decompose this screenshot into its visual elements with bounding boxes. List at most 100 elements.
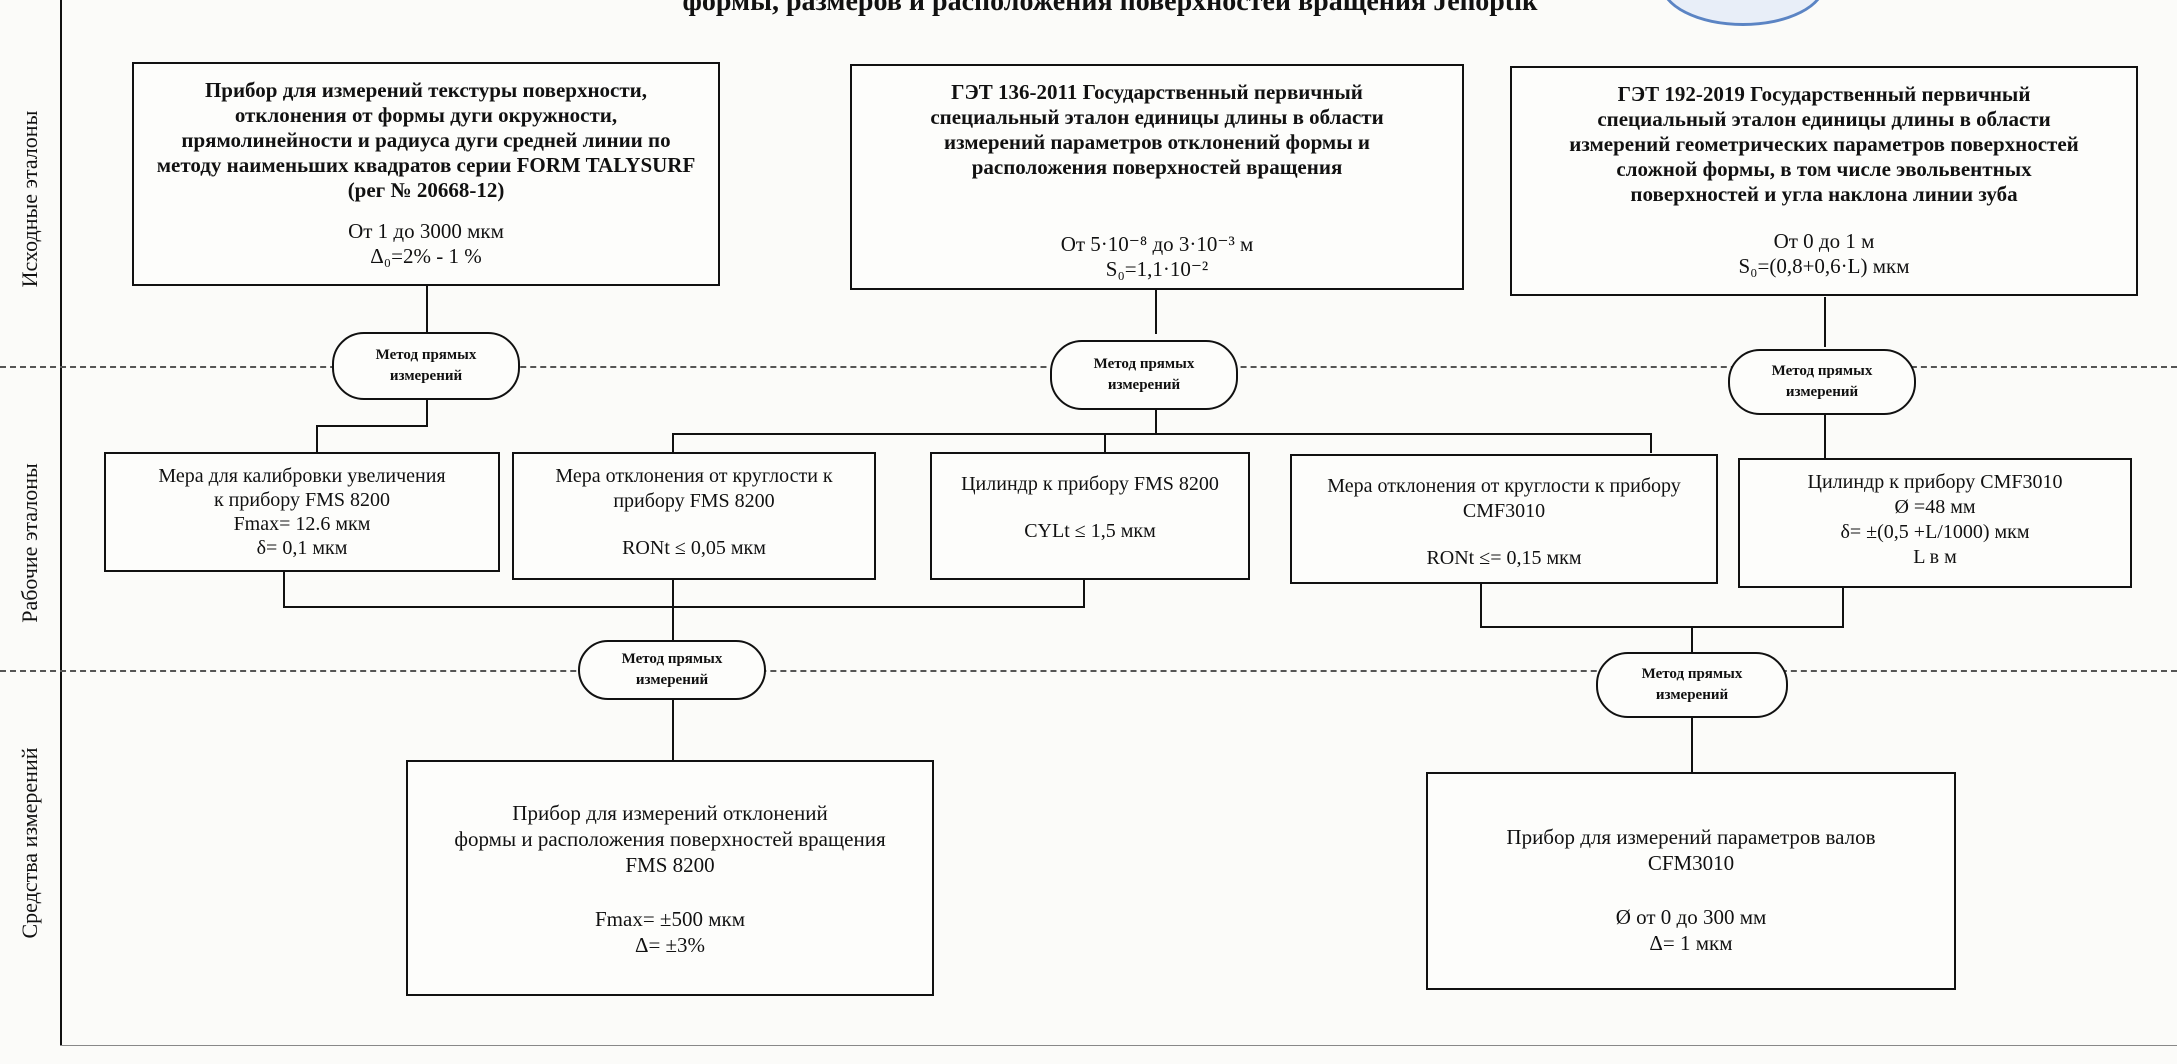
connector xyxy=(1083,580,1085,608)
text-line: Прибор для измерений отклонений xyxy=(512,801,828,825)
connector xyxy=(1480,583,1482,627)
text-line: (рег № 20668-12) xyxy=(347,178,505,202)
text-line: прямолинейности и радиуса дуги средней л… xyxy=(181,128,671,152)
connector xyxy=(1842,588,1844,628)
text-line: специальный эталон единицы длины в облас… xyxy=(1597,107,2051,131)
connector xyxy=(672,433,674,453)
source-standard-get-192-2019: ГЭТ 192-2019 Государственный первичный с… xyxy=(1510,66,2138,296)
text-line: Мера отклонения от круглости к прибору xyxy=(1327,475,1681,497)
instrument-cfm3010: Прибор для измерений параметров валов CF… xyxy=(1426,772,1956,990)
working-standard-cylinder-cmf: Цилиндр к прибору CMF3010 Ø =48 мм δ= ±(… xyxy=(1738,458,2132,588)
source-standard-form-talysurf: Прибор для измерений текстуры поверхност… xyxy=(132,62,720,286)
connector xyxy=(426,286,428,332)
organization-seal xyxy=(1660,0,1826,26)
side-label-working-standards: Рабочие эталоны xyxy=(17,463,42,623)
side-label-measuring-instruments: Средства измерений xyxy=(17,747,42,939)
text-line: Мера для калибровки увеличения xyxy=(158,465,446,487)
text-line: L в м xyxy=(1913,546,1957,568)
value-text: RONt ≤ 0,05 мкм xyxy=(622,537,766,559)
page-title: формы, размеров и расположения поверхнос… xyxy=(682,0,1538,17)
method-label-line: измерений xyxy=(1785,384,1859,400)
connector xyxy=(1824,415,1826,459)
text-line: расположения поверхностей вращения xyxy=(971,155,1343,179)
range-text: Ø от 0 до 300 мм xyxy=(1615,905,1767,929)
connector xyxy=(283,572,285,607)
method-label-line: измерений xyxy=(389,368,463,384)
text-line: измерений параметров отклонений формы и xyxy=(944,130,1370,154)
accuracy-text: Δ= ±3% xyxy=(634,933,706,957)
connector xyxy=(1691,626,1693,652)
accuracy-text: Δ= 1 мкм xyxy=(1649,931,1733,955)
method-direct-measurement-1: Метод прямых измерений xyxy=(332,332,520,400)
accuracy-text: S₀=1,1·10⁻² xyxy=(1105,257,1209,281)
connector xyxy=(672,580,674,642)
method-direct-measurement-3: Метод прямых измерений xyxy=(1728,349,1916,415)
text-line: формы и расположения поверхностей вращен… xyxy=(454,827,886,851)
working-standard-magnification-measure: Мера для калибровки увеличения к прибору… xyxy=(104,452,500,572)
working-standard-roundness-cmf: Мера отклонения от круглости к прибору C… xyxy=(1290,454,1718,584)
method-label-line: измерений xyxy=(1107,377,1181,393)
connector xyxy=(1104,433,1106,453)
working-standard-roundness-fms: Мера отклонения от круглости к прибору F… xyxy=(512,452,876,580)
text-line: методу наименьших квадратов серии FORM T… xyxy=(156,153,696,177)
connector xyxy=(316,425,318,453)
source-standard-get-136-2011: ГЭТ 136-2011 Государственный первичный с… xyxy=(850,64,1464,290)
connector xyxy=(283,606,1085,608)
left-border-line xyxy=(60,0,62,1045)
method-label-line: Метод прямых xyxy=(375,347,477,363)
connector xyxy=(1155,410,1157,434)
connector xyxy=(1691,718,1693,774)
value-text: CYLt ≤ 1,5 мкм xyxy=(1024,520,1156,542)
text-line: Ø =48 мм xyxy=(1894,496,1976,518)
text-line: прибору FMS 8200 xyxy=(613,490,775,512)
connector xyxy=(1824,297,1826,347)
method-label-line: Метод прямых xyxy=(1093,356,1195,372)
text-line: δ= ±(0,5 +L/1000) мкм xyxy=(1840,521,2030,543)
method-label-line: измерений xyxy=(1655,687,1729,703)
text-line: Цилиндр к прибору CMF3010 xyxy=(1807,471,2063,493)
method-direct-measurement-2: Метод прямых измерений xyxy=(1050,340,1238,410)
connector xyxy=(426,400,428,426)
text-line: Цилиндр к прибору FMS 8200 xyxy=(961,473,1219,495)
connector xyxy=(316,425,428,427)
method-direct-measurement-5: Метод прямых измерений xyxy=(1596,652,1788,718)
text-line: Мера отклонения от круглости к xyxy=(555,465,833,487)
text-line: ГЭТ 192-2019 Государственный первичный xyxy=(1617,82,2031,106)
text-line: отклонения от формы дуги окружности, xyxy=(234,103,618,127)
text-line: к прибору FMS 8200 xyxy=(213,489,391,511)
text-line: Fmax= 12.6 мкм xyxy=(233,513,371,535)
connector xyxy=(1155,290,1157,334)
range-text: От 5·10⁻⁸ до 3·10⁻³ м xyxy=(1060,232,1254,256)
text-line: ГЭТ 136-2011 Государственный первичный xyxy=(951,80,1363,104)
connector xyxy=(1480,626,1844,628)
text-line: поверхностей и угла наклона линии зуба xyxy=(1630,182,2018,206)
method-direct-measurement-4: Метод прямых измерений xyxy=(578,640,766,700)
instrument-fms-8200: Прибор для измерений отклонений формы и … xyxy=(406,760,934,996)
text-line: CMF3010 xyxy=(1462,500,1546,522)
working-standard-cylinder-fms: Цилиндр к прибору FMS 8200 CYLt ≤ 1,5 мк… xyxy=(930,452,1250,580)
text-line: Прибор для измерений текстуры поверхност… xyxy=(204,78,648,102)
accuracy-text: S₀=(0,8+0,6·L) мкм xyxy=(1738,254,1910,278)
connector xyxy=(1650,433,1652,453)
range-text: От 1 до 3000 мкм xyxy=(348,219,504,243)
side-label-source-standards: Исходные эталоны xyxy=(17,110,42,288)
bottom-border-line xyxy=(60,1045,2177,1046)
text-line: δ= 0,1 мкм xyxy=(256,537,348,559)
method-label-line: Метод прямых xyxy=(1771,363,1873,379)
text-line: измерений геометрических параметров пове… xyxy=(1569,132,2079,156)
method-label-line: Метод прямых xyxy=(621,651,723,667)
range-text: От 0 до 1 м xyxy=(1773,229,1875,253)
range-text: Fmax= ±500 мкм xyxy=(595,907,745,931)
value-text: RONt ≤= 0,15 мкм xyxy=(1426,547,1582,569)
connector xyxy=(672,700,674,762)
accuracy-text: Δ₀=2% - 1 % xyxy=(370,244,482,268)
text-line: CFM3010 xyxy=(1647,851,1735,875)
text-line: специальный эталон единицы длины в облас… xyxy=(930,105,1384,129)
method-label-line: измерений xyxy=(635,672,709,688)
method-label-line: Метод прямых xyxy=(1641,666,1743,682)
text-line: сложной формы, в том числе эвольвентных xyxy=(1616,157,2032,181)
text-line: Прибор для измерений параметров валов xyxy=(1506,825,1876,849)
text-line: FMS 8200 xyxy=(625,853,715,877)
section-divider-bottom xyxy=(0,670,2177,672)
connector xyxy=(672,433,1652,435)
